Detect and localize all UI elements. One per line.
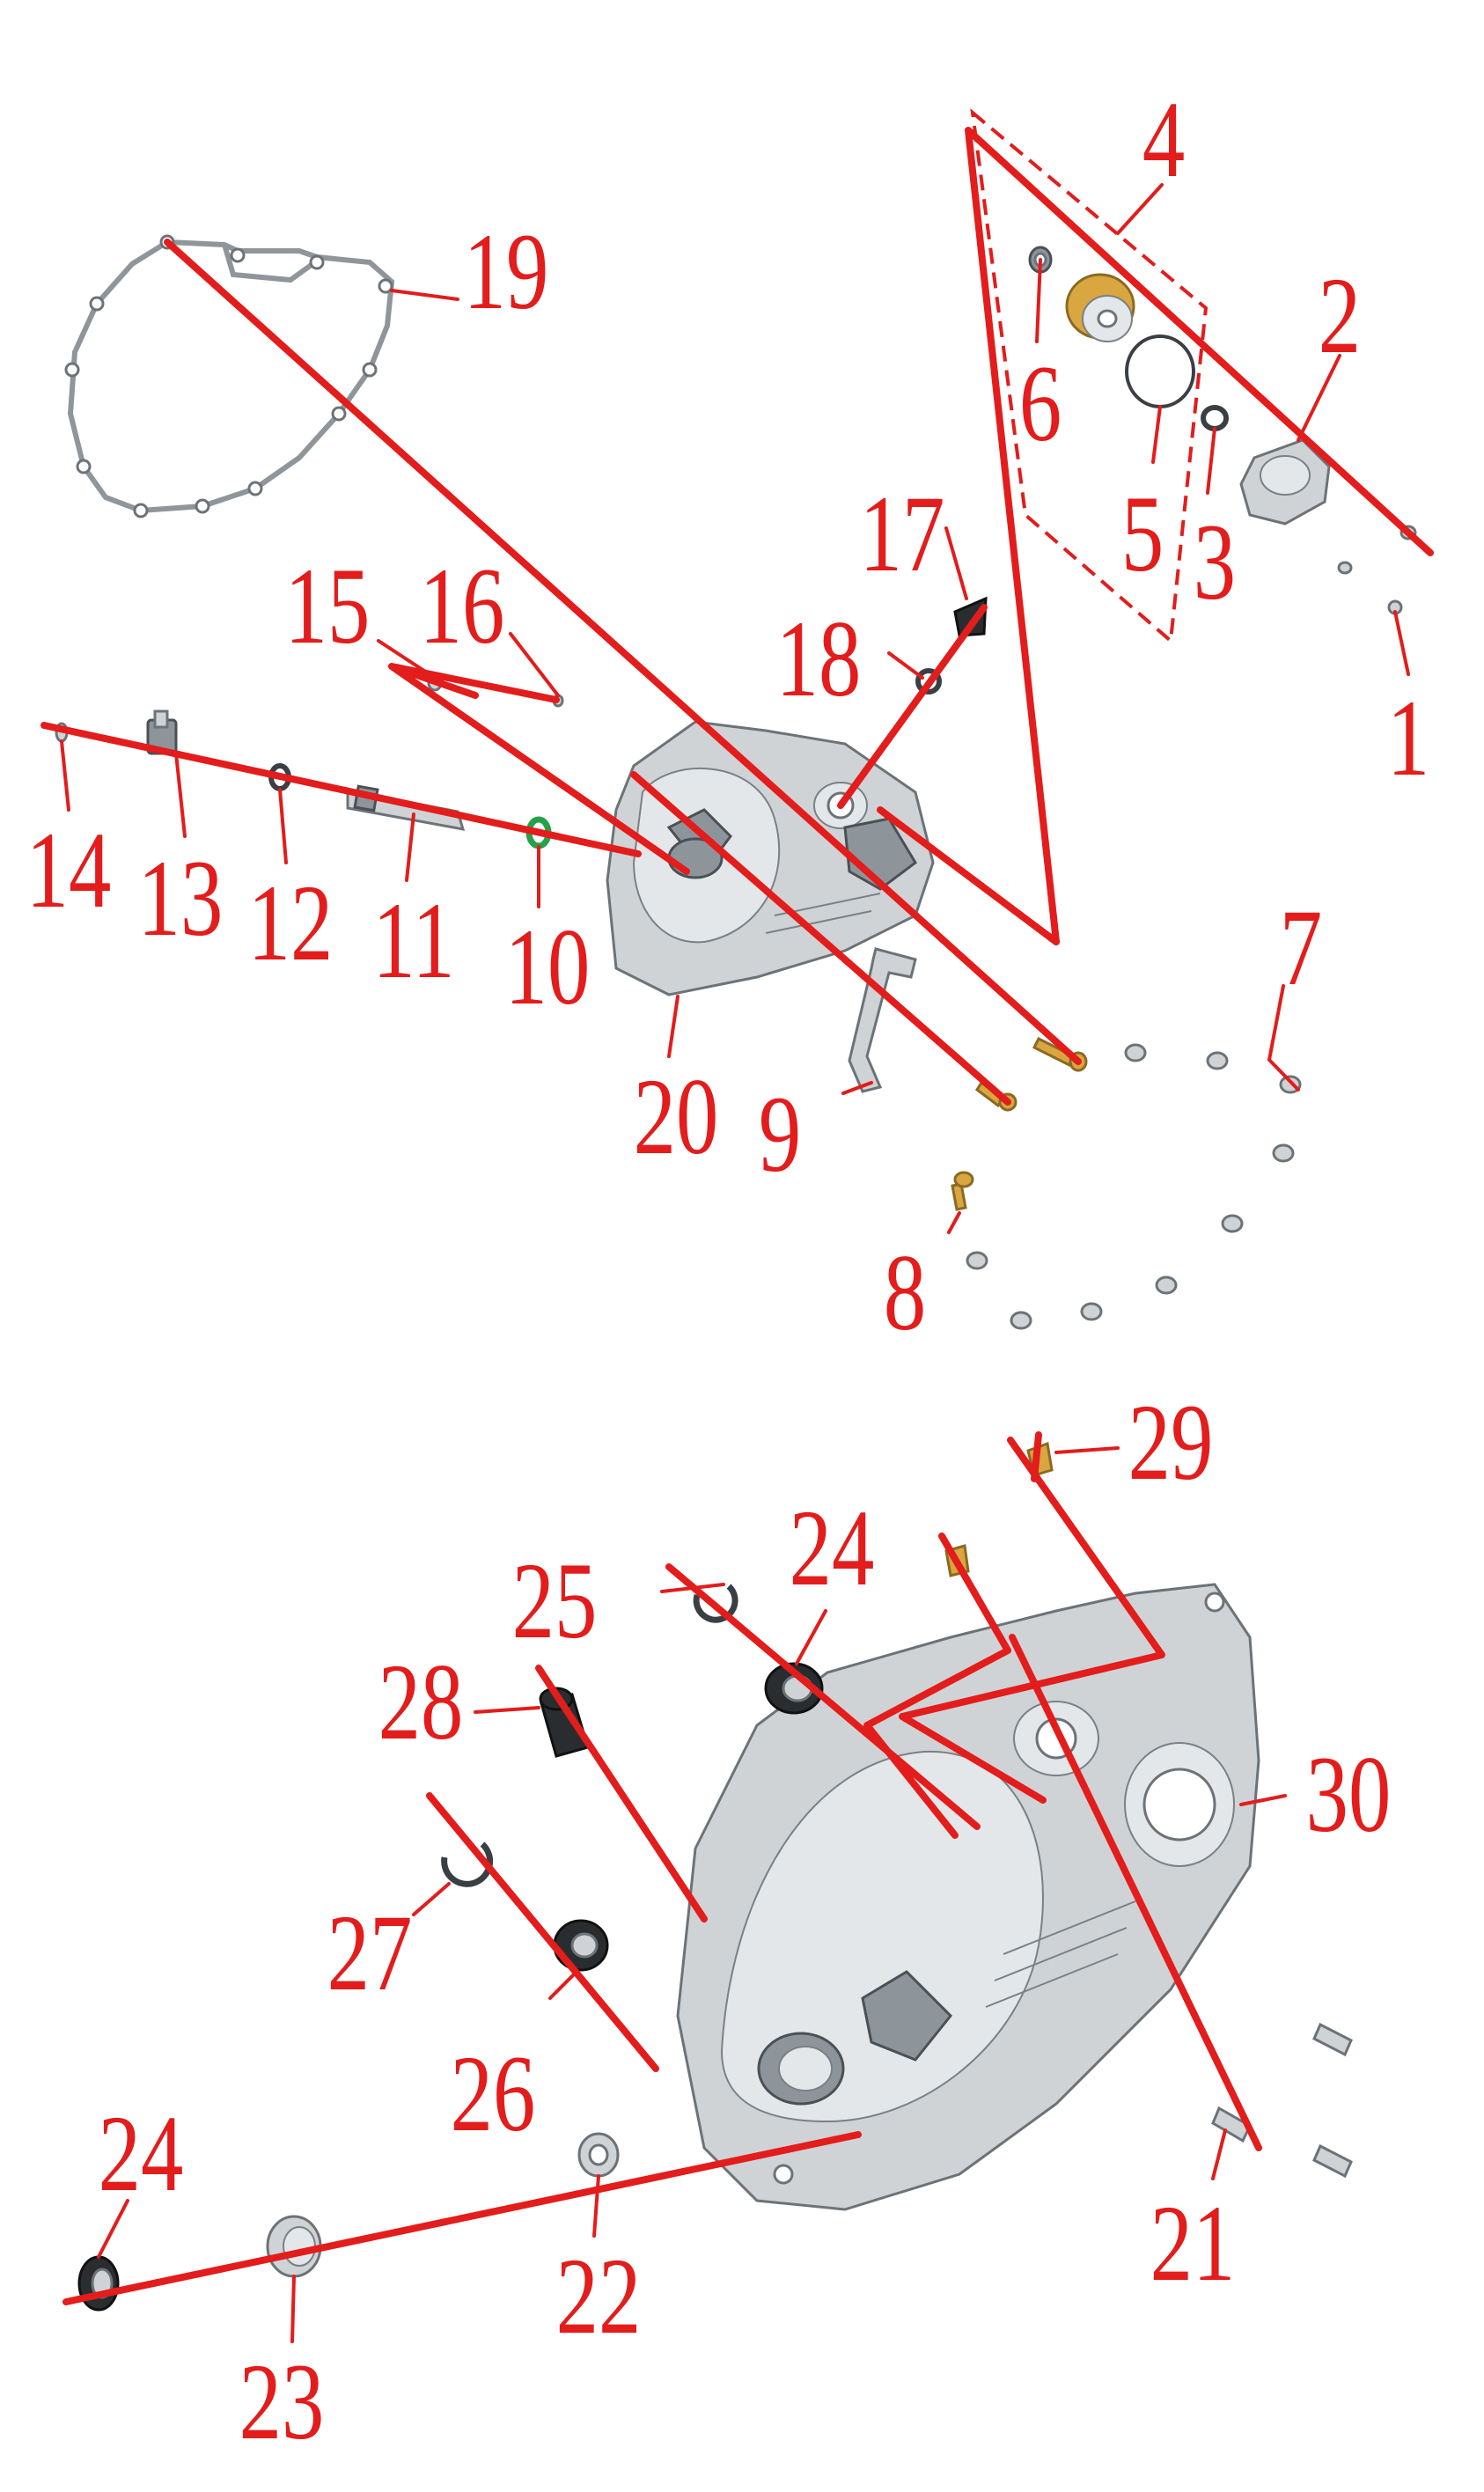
part-bushing-28 (539, 1687, 590, 1758)
callout-22: 22 (556, 2237, 642, 2357)
part-oring-large (1125, 334, 1195, 408)
callout-18: 18 (776, 599, 862, 720)
leader-lines (40, 127, 1434, 2343)
callout-29: 29 (1128, 1383, 1214, 1503)
part-bolt-set (966, 1043, 1302, 1330)
part-oring-small (1201, 405, 1229, 431)
callout-labels: 1 2 3 4 5 6 7 8 9 10 11 12 13 14 15 16 1… (26, 80, 1430, 2463)
callout-13: 13 (138, 839, 224, 959)
callout-2: 2 (1319, 256, 1361, 377)
callout-5: 5 (1121, 474, 1164, 595)
callout-3: 3 (1194, 503, 1236, 623)
callout-24-lower: 24 (99, 2094, 184, 2215)
callout-27: 27 (327, 1893, 413, 2014)
callout-26: 26 (451, 2034, 536, 2155)
callout-28: 28 (378, 1643, 464, 1763)
part-long-bolt-c (951, 1171, 974, 1211)
part-washer-small (1337, 561, 1353, 575)
callout-24-upper: 24 (790, 1489, 875, 1609)
callout-20: 20 (634, 1057, 719, 1178)
callout-23: 23 (239, 2342, 325, 2463)
callout-7: 7 (1280, 888, 1322, 1009)
callout-14: 14 (26, 811, 112, 931)
callout-30: 30 (1306, 1735, 1392, 1856)
callout-4: 4 (1142, 80, 1185, 201)
part-oil-plug (953, 596, 988, 637)
callout-16: 16 (420, 547, 505, 667)
part-seal-26-inner (570, 1932, 599, 1959)
part-bush-23 (266, 2215, 322, 2278)
part-bush-22-hole (588, 2143, 609, 2166)
filter-kit-outline (970, 108, 1209, 645)
part-dowels (1312, 2022, 1353, 2179)
callout-15: 15 (285, 547, 371, 667)
callout-1: 1 (1387, 679, 1429, 799)
callout-17: 17 (860, 474, 945, 595)
part-plug-oring (915, 668, 942, 695)
callout-12: 12 (248, 864, 334, 984)
callout-11: 11 (372, 881, 454, 1002)
part-circlip-25 (693, 1584, 738, 1623)
callout-10: 10 (505, 908, 591, 1028)
callout-6: 6 (1019, 344, 1062, 465)
callout-9: 9 (759, 1075, 801, 1195)
part-lower-clutch-cover (676, 1583, 1260, 2211)
part-oil-filter (1065, 273, 1135, 342)
part-gasket (64, 234, 395, 518)
callout-19: 19 (464, 212, 549, 333)
callout-21: 21 (1150, 2184, 1236, 2305)
part-bracket (848, 947, 917, 1093)
callout-8: 8 (884, 1233, 926, 1354)
callout-25: 25 (512, 1541, 598, 1662)
part-circlip-27 (441, 1841, 494, 1887)
part-stud-21 (1211, 2106, 1252, 2143)
